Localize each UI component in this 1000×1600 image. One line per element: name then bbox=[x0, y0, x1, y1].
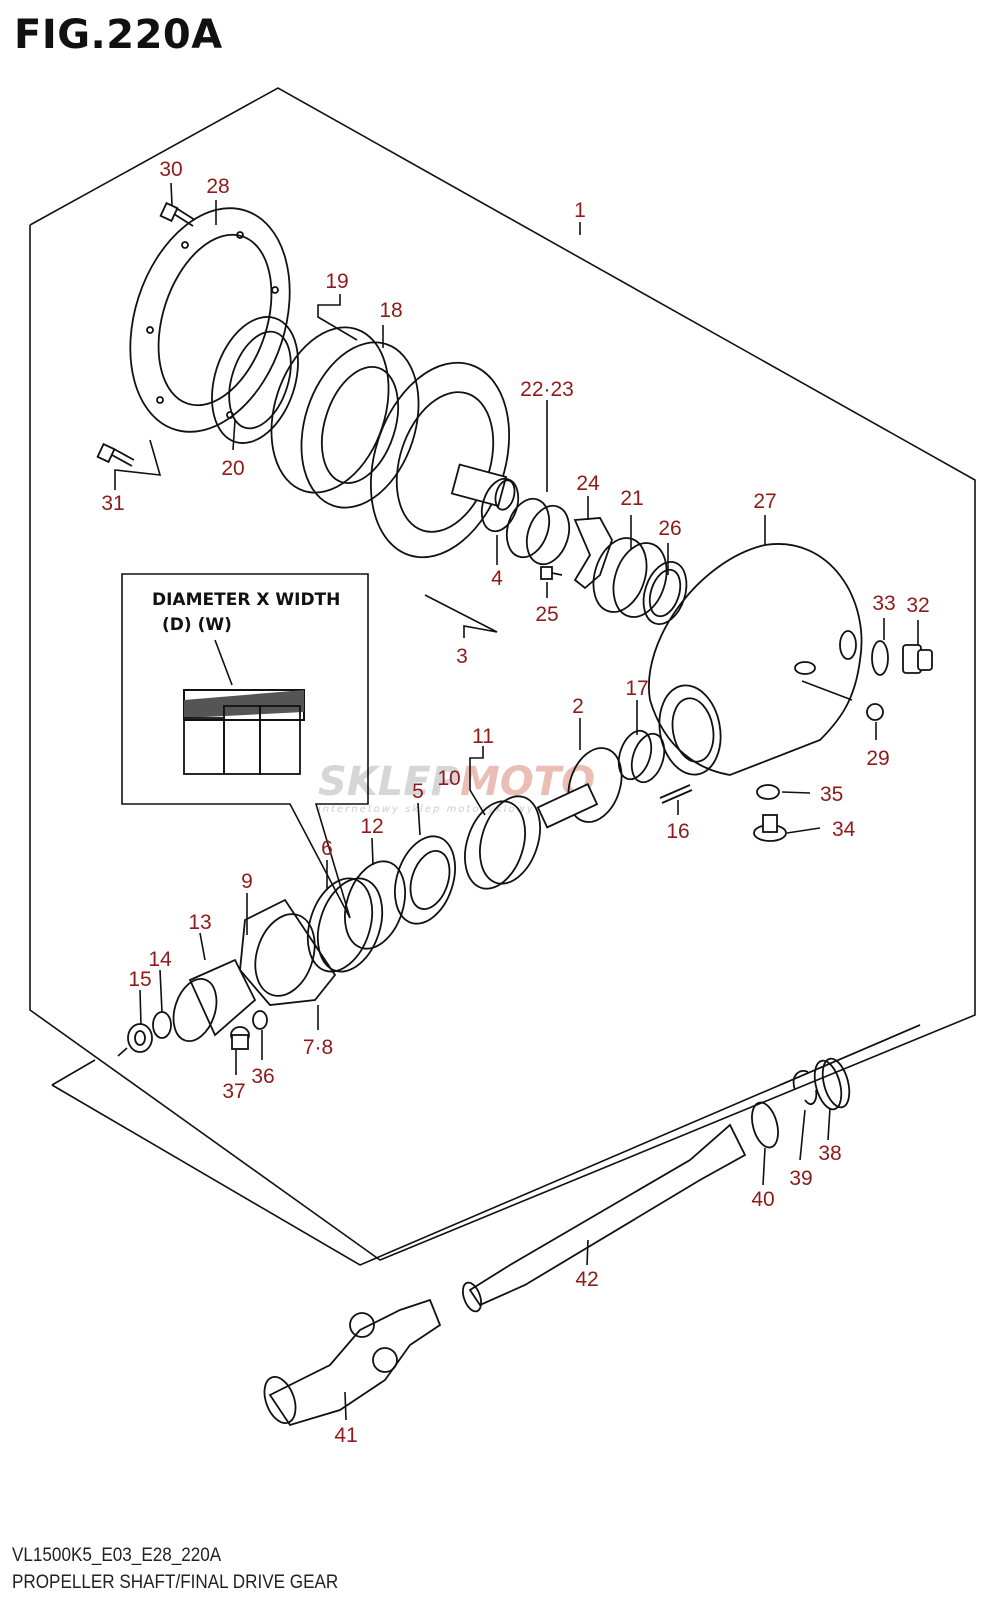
callout-16: 16 bbox=[666, 820, 689, 843]
assembly-outline-group2 bbox=[51, 1024, 921, 1266]
leader-lines bbox=[114, 182, 919, 1421]
part-33-o-ring bbox=[871, 640, 889, 676]
callout-21: 21 bbox=[620, 487, 643, 510]
callout-11: 11 bbox=[472, 725, 494, 748]
callout-29: 29 bbox=[866, 747, 889, 770]
callout-6: 6 bbox=[321, 837, 333, 860]
part-28-gasket bbox=[129, 207, 291, 433]
part-5-bearing bbox=[394, 835, 456, 925]
callout-31: 31 bbox=[101, 492, 124, 515]
callout-4: 4 bbox=[491, 567, 503, 590]
part-29-plug bbox=[866, 703, 884, 721]
part-15-nut bbox=[127, 1023, 153, 1053]
callout-42: 42 bbox=[575, 1268, 598, 1291]
part-32-oil-filler-plug bbox=[902, 644, 933, 674]
part-39-circlip bbox=[792, 1070, 818, 1105]
inset-title-line1: DIAMETER X WIDTH bbox=[152, 590, 340, 610]
part-40-ring bbox=[751, 1101, 779, 1149]
part-2-pinion-gear bbox=[536, 747, 623, 829]
callout-20: 20 bbox=[221, 457, 244, 480]
callout-7-8: 7·8 bbox=[303, 1036, 333, 1059]
watermark-main: SKLEP bbox=[318, 759, 460, 805]
callout-12: 12 bbox=[360, 815, 383, 838]
footer-figure-code: VL1500K5_E03_E28_220A bbox=[12, 1545, 222, 1566]
part-36-washer bbox=[252, 1010, 268, 1030]
callout-39: 39 bbox=[789, 1167, 812, 1190]
callout-25: 25 bbox=[535, 603, 558, 626]
part-41-universal-joint bbox=[263, 1298, 442, 1427]
part-12-bearing bbox=[344, 860, 406, 950]
dimension-inset: DIAMETER X WIDTH (D) (W) bbox=[121, 573, 369, 919]
part-26-ring bbox=[642, 561, 688, 625]
callout-14: 14 bbox=[148, 948, 172, 971]
part-20-oil-seal bbox=[211, 316, 299, 444]
callout-5: 5 bbox=[412, 780, 424, 803]
part-37-bolt bbox=[230, 1026, 250, 1050]
part-17-bearing bbox=[617, 729, 666, 784]
part-31-bolt bbox=[96, 442, 135, 467]
part-18-bearing bbox=[270, 326, 420, 509]
part-34-drain-plug bbox=[753, 814, 787, 842]
callout-40: 40 bbox=[751, 1188, 774, 1211]
part-13-joint bbox=[172, 958, 257, 1042]
callout-37: 37 bbox=[222, 1080, 245, 1103]
callout-10: 10 bbox=[437, 767, 460, 790]
callout-38: 38 bbox=[818, 1142, 841, 1165]
callout-3: 3 bbox=[456, 645, 468, 668]
callout-22-23: 22·23 bbox=[520, 378, 574, 401]
footer-figure-description: PROPELLER SHAFT/FINAL DRIVE GEAR bbox=[12, 1572, 339, 1593]
callout-41: 41 bbox=[334, 1424, 357, 1447]
part-6-oil-seal bbox=[306, 877, 384, 973]
part-38-ring bbox=[813, 1057, 851, 1111]
figure-title: FIG.220A bbox=[14, 12, 223, 58]
callout-18: 18 bbox=[379, 299, 402, 322]
assembly-outline-group1 bbox=[29, 87, 976, 1261]
watermark-sub: internetowy sklep motocyklowy bbox=[318, 804, 535, 815]
callout-30: 30 bbox=[159, 158, 182, 181]
callout-1: 1 bbox=[574, 199, 586, 222]
part-3-ring-gear bbox=[369, 361, 516, 559]
callout-13: 13 bbox=[188, 911, 211, 934]
part-16-stud bbox=[659, 784, 693, 804]
callout-2: 2 bbox=[572, 695, 584, 718]
callout-36: 36 bbox=[251, 1065, 274, 1088]
callout-32: 32 bbox=[906, 594, 929, 617]
callout-19: 19 bbox=[325, 270, 348, 293]
callout-15: 15 bbox=[128, 968, 151, 991]
callout-33: 33 bbox=[872, 592, 895, 615]
part-24-stopper bbox=[573, 517, 613, 590]
callout-35: 35 bbox=[820, 783, 843, 806]
callout-26: 26 bbox=[658, 517, 681, 540]
part-30-bolt bbox=[159, 201, 196, 227]
callout-27: 27 bbox=[753, 490, 776, 513]
callout-34: 34 bbox=[832, 818, 856, 841]
part-4-shim bbox=[480, 477, 520, 533]
callout-9: 9 bbox=[241, 870, 253, 893]
callout-labels: 1 2 3 4 5 6 7·8 9 10 11 12 13 14 15 16 1… bbox=[101, 158, 929, 1447]
part-25-bolt bbox=[540, 566, 563, 580]
part-22-23-shims bbox=[505, 497, 571, 566]
callout-17: 17 bbox=[625, 677, 648, 700]
callout-24: 24 bbox=[576, 472, 600, 495]
part-14-washer bbox=[152, 1011, 172, 1039]
part-35-gasket bbox=[756, 784, 780, 800]
callout-28: 28 bbox=[206, 175, 229, 198]
part-27-final-drive-housing bbox=[648, 543, 863, 776]
part-10-11-shims bbox=[464, 795, 541, 890]
inset-title-line2: (D) (W) bbox=[162, 615, 232, 635]
part-42-propeller-shaft bbox=[461, 1123, 747, 1313]
